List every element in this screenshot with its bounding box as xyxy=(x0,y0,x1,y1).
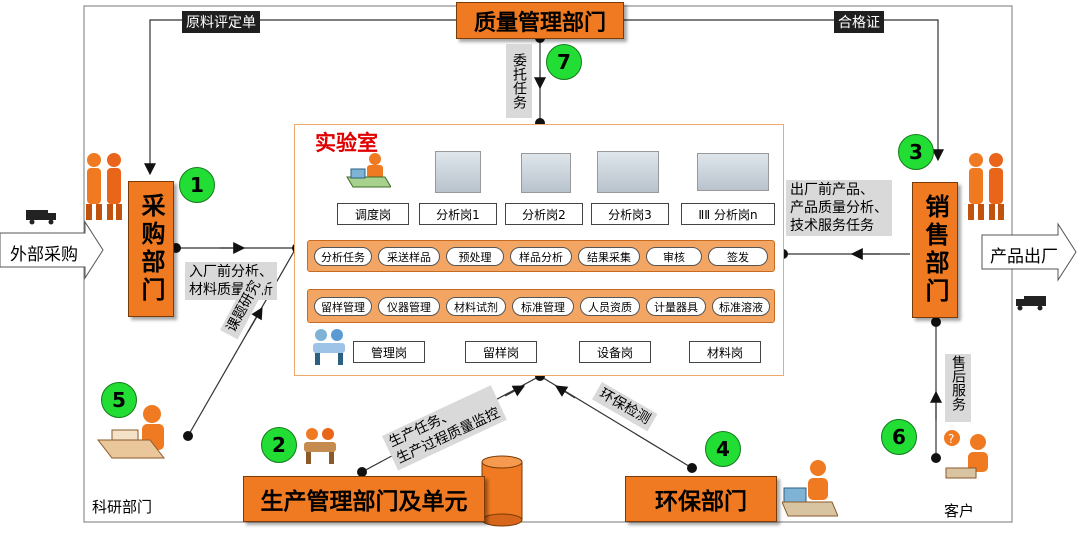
purchase-dept-box[interactable]: 采购部门 xyxy=(128,181,174,317)
raw-material-review-label: 原料评定单 xyxy=(182,11,260,33)
customer-label: 客户 xyxy=(944,502,975,520)
process-step-issue[interactable]: 签发 xyxy=(708,247,768,266)
step-badge-4: 4 xyxy=(705,431,741,467)
purchase-dept-label: 采购部门 xyxy=(137,193,165,305)
product-out-label: 产品出厂 xyxy=(990,247,1058,267)
lab-post-materials[interactable]: 材料岗 xyxy=(689,341,761,363)
truck-icon-right xyxy=(1016,296,1046,311)
laboratory-title: 实验室 xyxy=(315,131,378,155)
lab-process-band: 分析任务 采送样品 预处理 样品分析 结果采集 审核 签发 xyxy=(307,240,775,272)
sales-dept-label: 销售部门 xyxy=(921,194,949,306)
outgoing-analysis-line2: 产品质量分析、 xyxy=(790,200,888,216)
dispatch-desk-image xyxy=(346,153,391,188)
analysis-station-photo-1 xyxy=(435,151,481,193)
lab-post-equipment[interactable]: 设备岗 xyxy=(579,341,651,363)
process-step-pretreat[interactable]: 预处理 xyxy=(446,247,504,266)
lab-post-dispatch[interactable]: 调度岗 xyxy=(337,203,409,225)
storage-tank-icon xyxy=(481,455,523,527)
after-sales-label: 售后服务 xyxy=(945,354,971,422)
outgoing-analysis-line1: 出厂前产品、 xyxy=(790,182,874,198)
researcher-desk-icon xyxy=(96,405,166,459)
process-step-review[interactable]: 审核 xyxy=(646,247,702,266)
lab-post-analysis-2[interactable]: 分析岗2 xyxy=(505,203,583,225)
mgmt-item-personnel[interactable]: 人员资质 xyxy=(580,297,640,316)
handshake-people-icon-right xyxy=(968,153,1004,220)
process-step-results[interactable]: 结果采集 xyxy=(578,247,640,266)
outgoing-analysis-line3: 技术服务任务 xyxy=(790,218,874,234)
analysis-station-photo-3 xyxy=(597,151,659,193)
mgmt-item-standard[interactable]: 标准管理 xyxy=(512,297,574,316)
analysis-station-photo-2 xyxy=(521,153,571,193)
entrust-task-text: 委托任务 xyxy=(511,53,527,109)
step-badge-6: 6 xyxy=(881,419,917,455)
sales-dept-box[interactable]: 销售部门 xyxy=(912,182,958,318)
step-badge-7: 7 xyxy=(546,44,582,80)
production-dept-box[interactable]: 生产管理部门及单元 xyxy=(243,476,485,522)
mgmt-item-retained-sample[interactable]: 留样管理 xyxy=(314,297,372,316)
step-badge-2: 2 xyxy=(261,427,297,463)
step-badge-1: 1 xyxy=(179,167,215,203)
process-step-analysis[interactable]: 样品分析 xyxy=(510,247,572,266)
mgmt-item-reagent[interactable]: 材料试剂 xyxy=(446,297,506,316)
mgmt-item-std-solution[interactable]: 标准溶液 xyxy=(712,297,770,316)
mgmt-item-instrument[interactable]: 仪器管理 xyxy=(378,297,440,316)
mgmt-item-metrology[interactable]: 计量器具 xyxy=(646,297,706,316)
certificate-label: 合格证 xyxy=(834,11,884,33)
truck-icon-left xyxy=(26,210,56,225)
lab-post-analysis-3[interactable]: 分析岗3 xyxy=(591,203,669,225)
environment-dept-box[interactable]: 环保部门 xyxy=(625,476,777,522)
external-purchase-label: 外部采购 xyxy=(10,245,78,265)
step-badge-3: 3 xyxy=(898,134,934,170)
meeting-people-icon xyxy=(304,428,336,464)
process-step-task[interactable]: 分析任务 xyxy=(314,247,372,266)
research-dept-label: 科研部门 xyxy=(92,498,153,516)
lab-post-analysis-n[interactable]: ⅡⅡ 分析岗n xyxy=(681,203,775,225)
management-people-icon xyxy=(313,329,345,365)
svg-text:?: ? xyxy=(948,432,954,446)
lab-post-sample-keeping[interactable]: 留样岗 xyxy=(465,341,537,363)
analysis-station-photo-n xyxy=(697,153,769,191)
customer-icon: ? xyxy=(944,430,988,479)
step-badge-5: 5 xyxy=(101,382,137,418)
lab-post-management[interactable]: 管理岗 xyxy=(353,341,425,363)
laboratory-panel: 实验室 调度岗 分析岗1 分析岗2 分析岗3 ⅡⅡ 分析岗n 分析任务 采送样品… xyxy=(294,124,784,376)
lab-post-analysis-1[interactable]: 分析岗1 xyxy=(419,203,497,225)
env-worker-icon xyxy=(782,460,838,517)
process-step-sampling[interactable]: 采送样品 xyxy=(378,247,440,266)
quality-dept-box[interactable]: 质量管理部门 xyxy=(456,2,624,39)
outgoing-analysis-label: 出厂前产品、 产品质量分析、 技术服务任务 xyxy=(786,180,892,236)
lab-management-band: 留样管理 仪器管理 材料试剂 标准管理 人员资质 计量器具 标准溶液 xyxy=(307,289,775,323)
entrust-task-label: 委托任务 xyxy=(506,44,532,118)
handshake-people-icon xyxy=(86,153,122,220)
